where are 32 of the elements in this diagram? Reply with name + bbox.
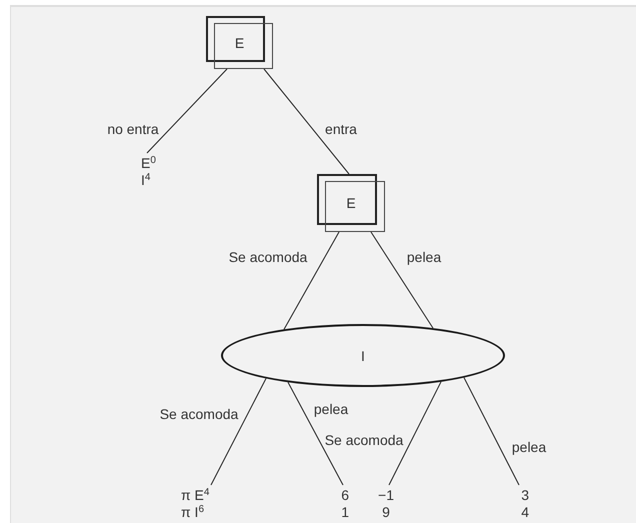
edge-label: Se acomoda	[160, 406, 238, 422]
edge-label: no entra	[107, 121, 159, 137]
branch-line	[370, 232, 434, 329]
payoff-value: 3	[521, 487, 529, 504]
branch-line	[284, 232, 340, 330]
payoff-value: 6	[341, 487, 349, 504]
payoff-value: 9	[382, 504, 390, 521]
edge-label: pelea	[406, 249, 442, 265]
player-label: I	[361, 348, 365, 364]
edge-label: Se acomoda	[324, 432, 404, 448]
payoff-value: −1	[378, 487, 394, 504]
payoff-value: E$^{0}$	[141, 155, 156, 172]
payoff-value: I$^{4}$	[141, 172, 150, 189]
payoff-value: π I$^{6}$	[181, 504, 204, 521]
decision-node	[317, 174, 385, 232]
edge-label: pelea	[512, 439, 546, 455]
branch-line	[388, 381, 442, 486]
branch-line	[264, 68, 350, 174]
branch-line	[464, 377, 520, 486]
branch-line	[288, 382, 344, 486]
player-label: E	[346, 195, 356, 211]
edge-label: Se acomoda	[228, 249, 308, 265]
decision-node	[206, 16, 273, 69]
player-label: E	[234, 34, 244, 50]
payoff-value: π E$^{4}$	[181, 487, 210, 504]
information-set-ellipse	[221, 324, 505, 387]
branch-line	[210, 378, 266, 486]
branch-line	[146, 68, 228, 154]
payoff-value: 4	[521, 504, 529, 521]
edge-label: pelea	[314, 401, 348, 417]
edge-label: entra	[325, 121, 357, 137]
payoff-value: 1	[341, 504, 349, 521]
